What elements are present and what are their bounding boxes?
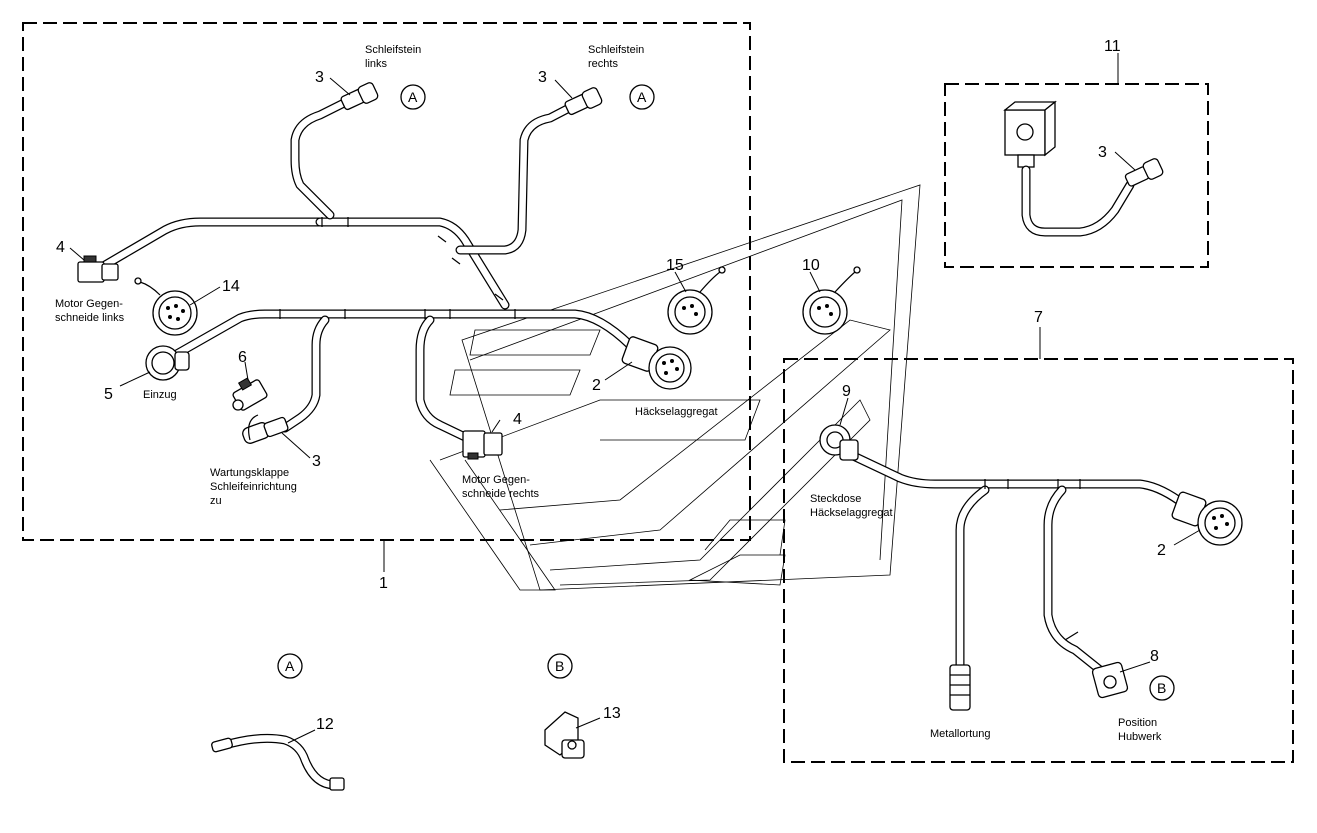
connector-8 [1091, 661, 1129, 699]
connector-schleifstein-links [340, 82, 379, 111]
callout-9: 9 [842, 383, 851, 400]
leader-lines [69, 53, 1201, 744]
callout-4-b: 4 [513, 411, 522, 428]
label-steckdose-2: Häckselaggregat [810, 507, 893, 519]
connector-motor-gegen-links [77, 255, 119, 283]
callout-14: 14 [222, 278, 240, 295]
callout-15: 15 [666, 257, 684, 274]
label-haeckselaggregat: Häckselaggregat [635, 406, 718, 418]
callout-12: 12 [316, 716, 334, 733]
callout-11: 11 [1104, 38, 1121, 55]
harness-7 [840, 447, 1190, 675]
label-metallortung: Metallortung [930, 728, 991, 740]
callout-3-c: 3 [312, 453, 321, 470]
sensor-13 [544, 711, 585, 759]
sensor-6 [232, 377, 268, 411]
socket-9 [819, 424, 859, 461]
label-motor-gegen-rechts-2: schneide rechts [462, 488, 540, 500]
callout-3-b: 3 [538, 69, 547, 86]
callout-4-a: 4 [56, 239, 65, 256]
label-position-hubwerk-2: Hubwerk [1118, 731, 1162, 743]
label-motor-gegen-links-1: Motor Gegen- [55, 298, 123, 310]
callout-2-b: 2 [1157, 542, 1166, 559]
callout-3-d: 3 [1098, 144, 1107, 161]
harness-1 [95, 95, 635, 442]
callout-5: 5 [104, 386, 113, 403]
label-wartungsklappe-1: Wartungsklappe [210, 467, 289, 479]
marker-b-1: B [555, 658, 564, 674]
callout-2-a: 2 [592, 377, 601, 394]
label-schleifstein-rechts-1: Schleifstein [588, 44, 644, 56]
marker-a-3: A [285, 658, 295, 674]
callout-13: 13 [603, 705, 621, 722]
label-steckdose-1: Steckdose [810, 493, 861, 505]
callout-numbers: 3 3 4 14 5 6 3 4 2 15 10 1 11 3 7 9 2 8 … [56, 38, 1166, 733]
cable-12 [211, 733, 345, 791]
connector-2-b [1171, 491, 1243, 546]
label-wartungsklappe-2: Schleifeinrichtung [210, 481, 297, 493]
text-labels: Schleifstein links Schleifstein rechts M… [55, 44, 1162, 743]
label-wartungsklappe-3: zu [210, 495, 222, 507]
callout-3-a: 3 [315, 69, 324, 86]
connector-metallortung [949, 664, 971, 711]
cap-15 [667, 266, 726, 335]
markers: A A A B B [277, 84, 1175, 701]
label-position-hubwerk-1: Position [1118, 717, 1157, 729]
connector-motor-gegen-rechts [462, 430, 503, 460]
cap-10 [802, 266, 861, 335]
assembly-7-box [783, 358, 1294, 763]
connector-haeckselaggregat [621, 336, 692, 390]
assembly-1-box [22, 22, 751, 541]
callout-8: 8 [1150, 648, 1159, 665]
marker-a-2: A [637, 89, 647, 105]
connector-einzug [145, 345, 190, 381]
cap-14 [134, 277, 198, 336]
callout-10: 10 [802, 257, 820, 274]
label-schleifstein-links-1: Schleifstein [365, 44, 421, 56]
label-schleifstein-rechts-2: rechts [588, 58, 618, 70]
label-motor-gegen-links-2: schneide links [55, 312, 125, 324]
assembly-11-box [944, 83, 1209, 268]
callout-6: 6 [238, 349, 247, 366]
connector-schleifstein-rechts [564, 87, 603, 116]
callout-7: 7 [1034, 309, 1043, 326]
label-schleifstein-links-2: links [365, 58, 388, 70]
callout-1: 1 [379, 575, 388, 592]
label-einzug: Einzug [143, 389, 177, 401]
sensor-11 [1003, 100, 1164, 237]
connector-wartungsklappe [242, 414, 289, 444]
label-motor-gegen-rechts-1: Motor Gegen- [462, 474, 530, 486]
marker-a-1: A [408, 89, 418, 105]
housing-outline [429, 184, 921, 591]
marker-b-2: B [1157, 680, 1166, 696]
